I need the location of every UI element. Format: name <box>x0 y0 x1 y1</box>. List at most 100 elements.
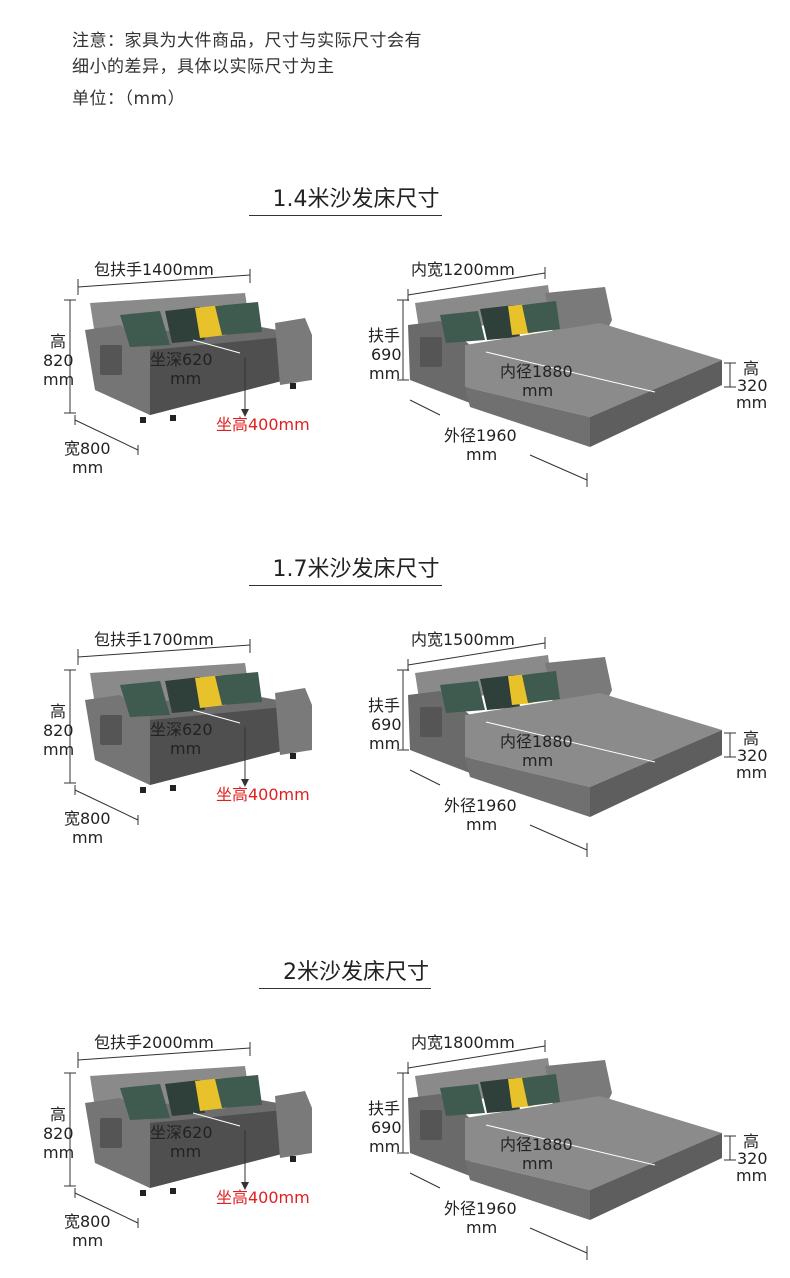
armrest-label: 扶手 <box>368 696 401 715</box>
outer-length-unit: mm <box>466 1218 498 1237</box>
sofa-bed-image <box>408 1058 722 1220</box>
pillow <box>215 1075 262 1108</box>
dimension-line <box>74 1192 139 1224</box>
sofa-height-label: 高 <box>50 332 67 351</box>
dimension-line <box>74 789 139 821</box>
sofa-width-label: 宽800 <box>64 1212 111 1231</box>
inner-length-unit: mm <box>522 381 554 400</box>
sofa-right-arm <box>275 1091 312 1158</box>
dimension-line <box>74 419 139 451</box>
dimension-line <box>407 1045 546 1069</box>
outer-length-label: 外径1960 <box>444 1199 517 1218</box>
unit-label: 单位：（mm） <box>72 89 186 109</box>
bed-inner-width-label: 内宽1500mm <box>411 630 515 649</box>
sofa-right-arm <box>275 318 312 385</box>
mattress-side <box>590 360 722 447</box>
seat-depth-label: 坐深620 <box>150 720 213 739</box>
dimension-line <box>407 642 546 666</box>
sofa-height-unit: mm <box>43 1143 75 1162</box>
bed-height-value: 320 <box>737 746 768 765</box>
seat-depth-unit: mm <box>170 369 202 388</box>
side-pocket <box>100 1118 122 1148</box>
outer-length-label: 外径1960 <box>444 426 517 445</box>
sofa-bed-illustration <box>64 1040 736 1260</box>
sofa-leg <box>170 785 176 791</box>
pillow <box>215 672 262 705</box>
sofa-leg <box>170 415 176 421</box>
bed-inner-width-label: 内宽1800mm <box>411 1033 515 1052</box>
section-title: 2米沙发床尺寸 <box>259 960 431 989</box>
side-pocket <box>420 1110 442 1140</box>
outer-length-unit: mm <box>466 445 498 464</box>
bed-height-label: 高 <box>743 1132 760 1151</box>
seat-height-label: 坐高400mm <box>216 415 310 434</box>
dimension-line <box>529 1227 588 1254</box>
inner-length-label: 内径1880 <box>500 362 573 381</box>
sofa-front <box>150 705 305 785</box>
mattress-front <box>465 1160 590 1220</box>
sofa-image <box>85 663 312 793</box>
dimension-line <box>529 824 588 851</box>
section-title: 1.4米沙发床尺寸 <box>248 187 442 216</box>
dimension-line <box>77 1047 251 1061</box>
pillow <box>522 301 560 333</box>
mattress-front <box>465 387 590 447</box>
note-line-2: 细小的差异，具体以实际尺寸为主 <box>72 57 335 77</box>
sofa-width-unit: mm <box>72 458 104 477</box>
sofa-leg <box>140 787 146 793</box>
dimension-line <box>409 769 441 786</box>
bed-height-unit: mm <box>736 1166 768 1185</box>
dimension-line <box>409 399 441 416</box>
side-pocket <box>420 337 442 367</box>
inner-length-arrow <box>485 351 656 393</box>
bed-height-value: 320 <box>737 376 768 395</box>
pillow <box>120 681 170 717</box>
sofa-leg <box>290 383 296 389</box>
armrest-unit: mm <box>369 364 401 383</box>
sofa-length-label: 包扶手2000mm <box>94 1033 214 1052</box>
outer-length-label: 外径1960 <box>444 796 517 815</box>
sofa-right-arm <box>275 688 312 755</box>
bed-height-label: 高 <box>743 359 760 378</box>
pillow <box>522 671 560 703</box>
inner-length-unit: mm <box>522 751 554 770</box>
inner-length-arrow <box>485 1124 656 1166</box>
depth-arrow <box>192 709 241 724</box>
sofa-length-label: 包扶手1700mm <box>94 630 214 649</box>
dimension-line <box>407 272 546 296</box>
armrest-label: 扶手 <box>368 1099 401 1118</box>
dimension-line <box>529 454 588 481</box>
inner-length-arrow <box>485 721 656 763</box>
inner-length-label: 内径1880 <box>500 1135 573 1154</box>
mattress-front <box>465 757 590 817</box>
bed-height-label: 高 <box>743 729 760 748</box>
bed-inner-width-label: 内宽1200mm <box>411 260 515 279</box>
mattress-side <box>590 1133 722 1220</box>
sofa-leg <box>290 1156 296 1162</box>
sofa-front <box>150 1108 305 1188</box>
armrest-value: 690 <box>371 715 402 734</box>
sofa-leg <box>290 753 296 759</box>
depth-arrow <box>192 339 241 354</box>
sofa-bed-illustration <box>64 637 736 857</box>
arrowhead <box>241 779 249 787</box>
mattress-top <box>465 323 722 417</box>
pillow <box>440 311 485 343</box>
sofa-height-label: 高 <box>50 702 67 721</box>
side-pocket <box>100 345 122 375</box>
sofa-front <box>150 335 305 415</box>
sofa-leg <box>140 417 146 423</box>
dimension-line <box>409 1172 441 1189</box>
sofa-height-value: 820 <box>43 721 74 740</box>
section-title-wrap: 2米沙发床尺寸 <box>0 954 690 989</box>
sofa-width-unit: mm <box>72 1231 104 1250</box>
pillow <box>165 1080 205 1116</box>
pillow <box>165 677 205 713</box>
sofa-height-value: 820 <box>43 351 74 370</box>
armrest-unit: mm <box>369 1137 401 1156</box>
sofa-height-unit: mm <box>43 370 75 389</box>
seat-depth-label: 坐深620 <box>150 1123 213 1142</box>
